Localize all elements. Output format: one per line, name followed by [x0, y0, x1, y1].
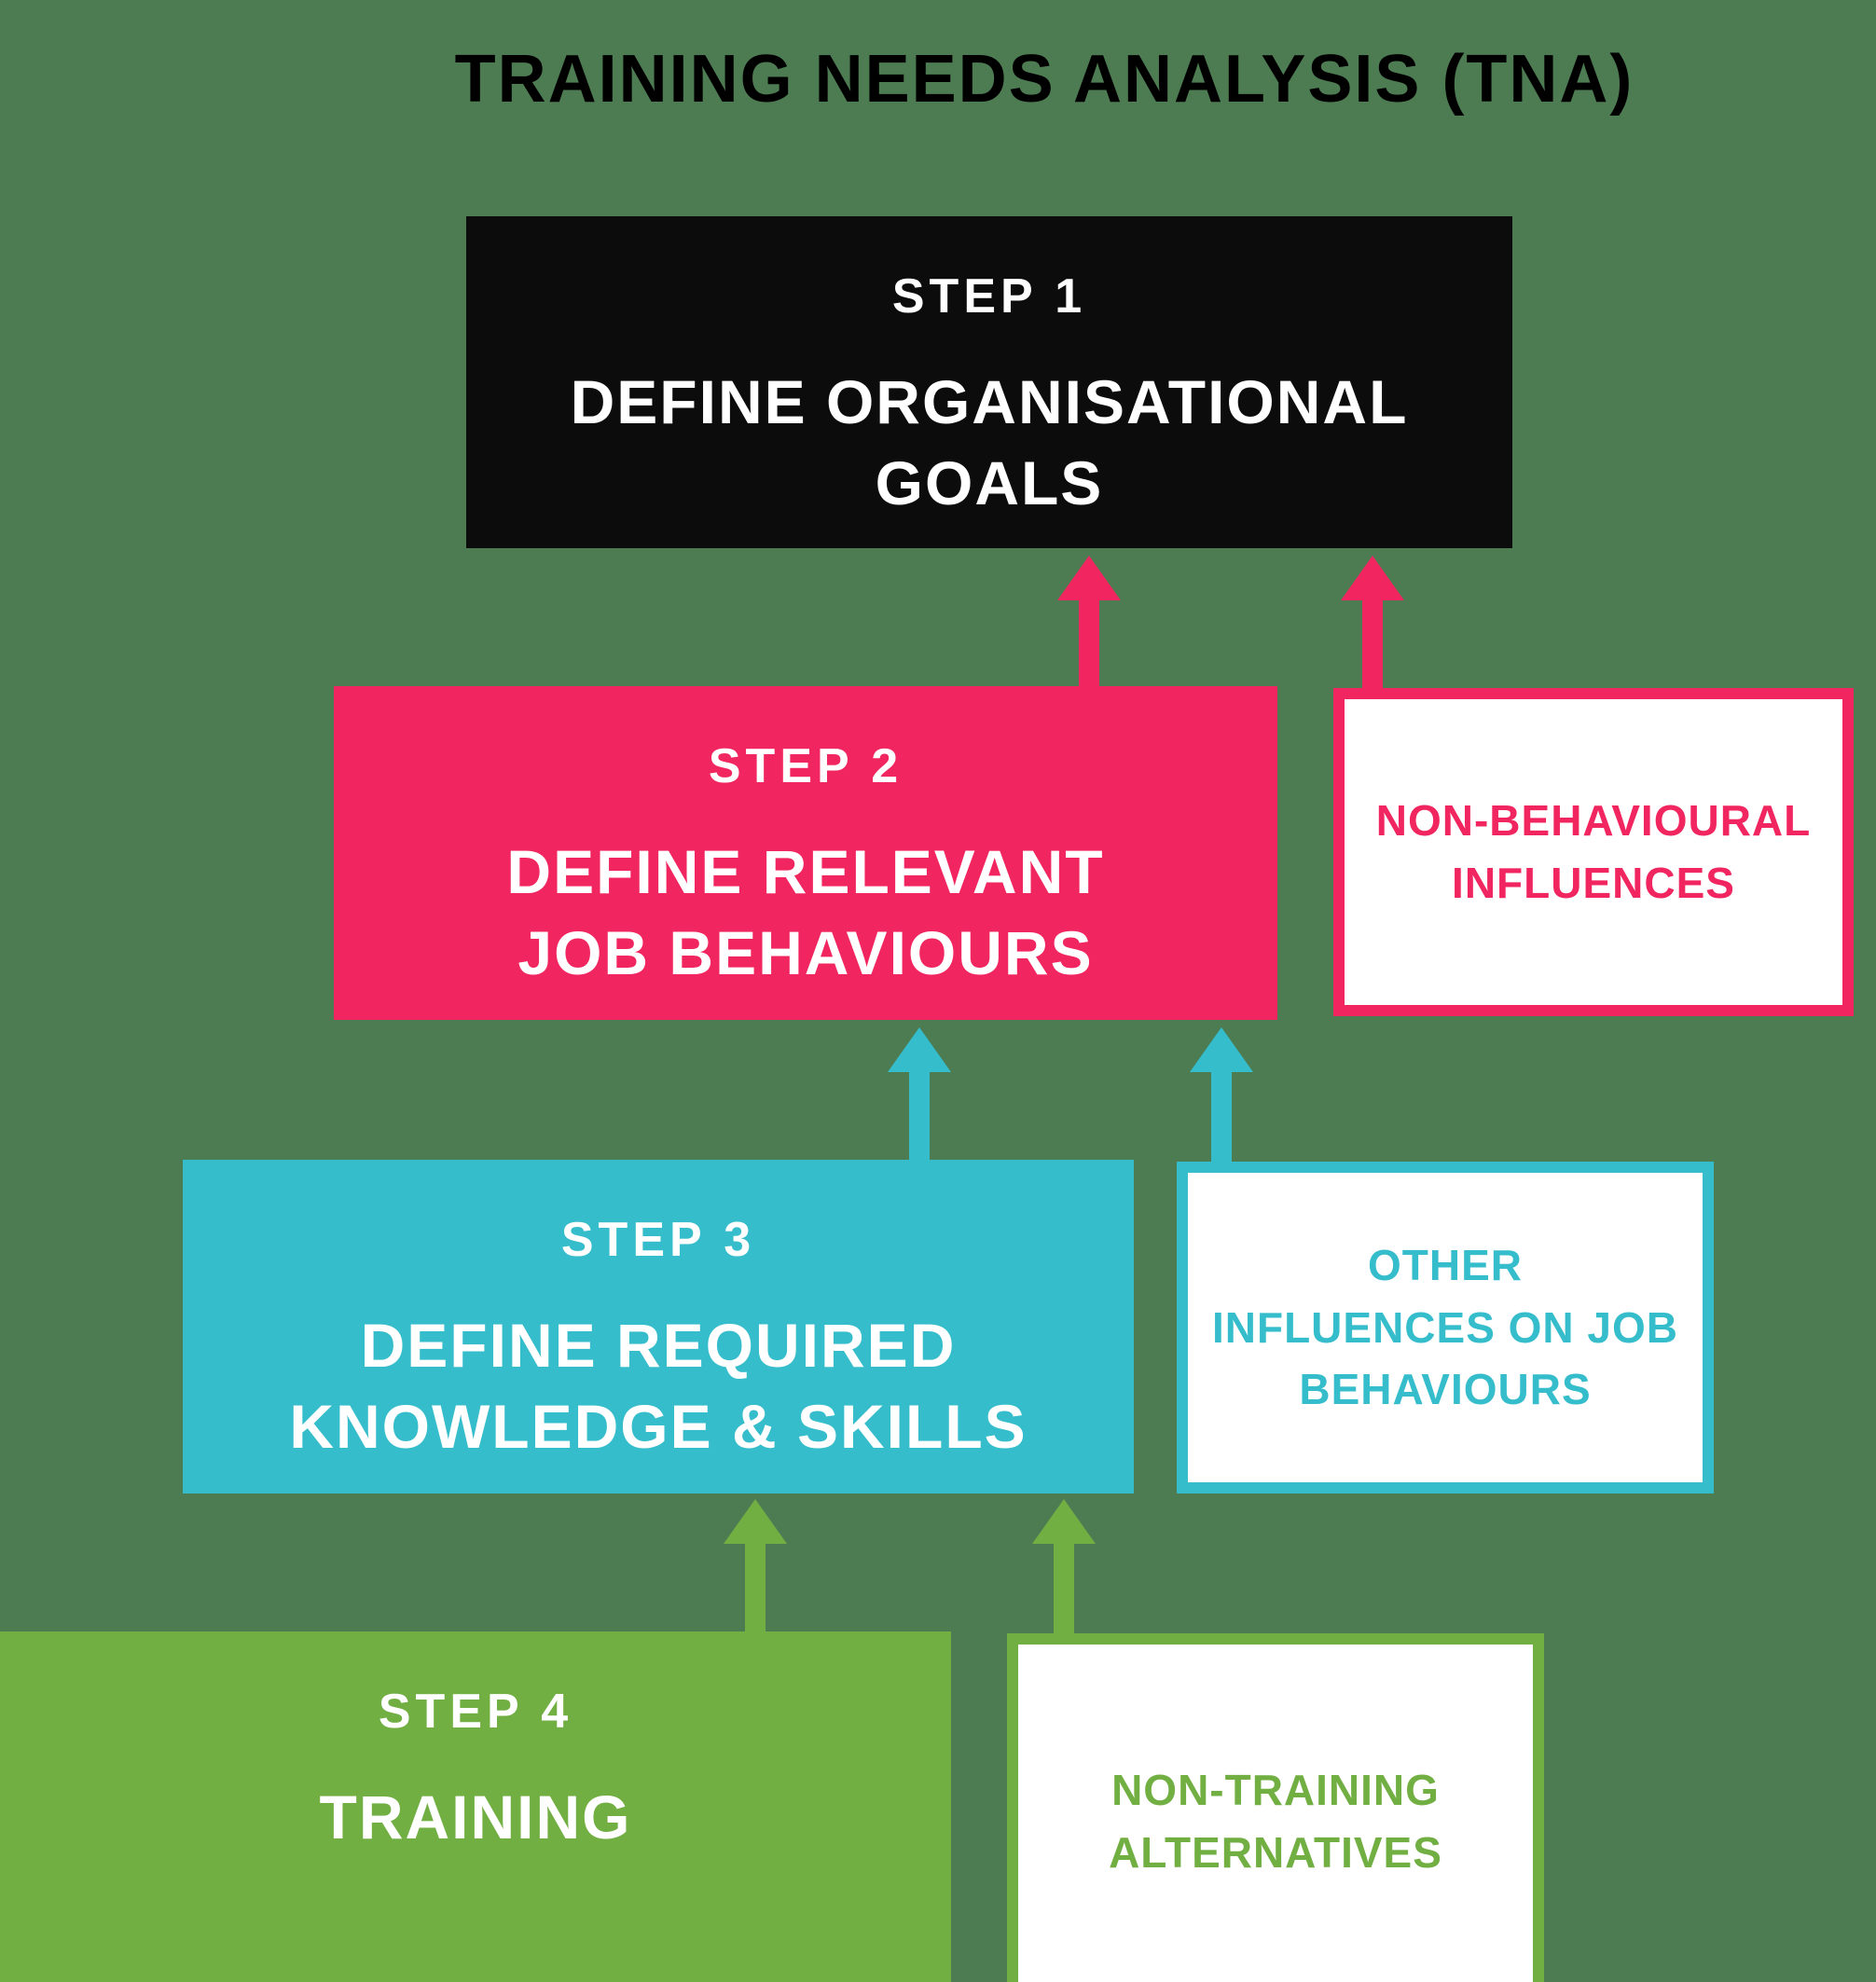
up-arrow-step2-to-step1-left-icon: [1057, 556, 1121, 688]
diagram-title: TRAINING NEEDS ANALYSIS (TNA): [454, 42, 1635, 117]
up-arrow-step4-to-step3-left-icon: [724, 1499, 787, 1633]
non-training-alternatives-box: NON-TRAINING ALTERNATIVES: [1007, 1633, 1544, 1982]
arrow-head-icon: [724, 1499, 787, 1544]
step-3-box: STEP 3 DEFINE REQUIRED KNOWLEDGE & SKILL…: [183, 1160, 1134, 1493]
arrow-head-icon: [888, 1027, 951, 1072]
step-4-box: STEP 4 TRAINING: [0, 1631, 951, 1982]
step-2-label: STEP 2: [708, 739, 904, 793]
step-2-title: DEFINE RELEVANT JOB BEHAVIOURS: [506, 837, 1105, 988]
step-1-label: STEP 1: [891, 269, 1087, 323]
arrow-stem: [909, 1072, 930, 1162]
non-behavioural-influences-label: NON-BEHAVIOURAL INFLUENCES: [1375, 796, 1812, 907]
step-1-title: DEFINE ORGANISATIONAL GOALS: [570, 367, 1409, 518]
non-behavioural-influences-box: NON-BEHAVIOURAL INFLUENCES: [1333, 688, 1854, 1016]
step-2-box: STEP 2 DEFINE RELEVANT JOB BEHAVIOURS: [334, 686, 1277, 1020]
arrow-stem: [1054, 1544, 1074, 1633]
other-influences-label: OTHER INFLUENCES ON JOB BEHAVIOURS: [1211, 1240, 1679, 1414]
up-arrow-step4-to-step3-right-icon: [1032, 1499, 1096, 1633]
up-arrow-step3-to-step2-left-icon: [888, 1027, 951, 1162]
arrow-stem: [1079, 600, 1099, 688]
arrow-stem: [745, 1544, 766, 1633]
arrow-stem: [1211, 1072, 1232, 1162]
step-4-label: STEP 4: [378, 1685, 573, 1739]
step-1-box: STEP 1 DEFINE ORGANISATIONAL GOALS: [466, 216, 1512, 548]
arrow-head-icon: [1057, 556, 1121, 600]
up-arrow-step3-to-step2-right-icon: [1190, 1027, 1253, 1162]
arrow-head-icon: [1032, 1499, 1096, 1544]
arrow-head-icon: [1341, 556, 1404, 600]
up-arrow-step2-to-step1-right-icon: [1341, 556, 1404, 688]
other-influences-box: OTHER INFLUENCES ON JOB BEHAVIOURS: [1177, 1162, 1714, 1493]
arrow-stem: [1362, 600, 1383, 688]
step-4-title: TRAINING: [319, 1782, 632, 1851]
arrow-head-icon: [1190, 1027, 1253, 1072]
step-3-label: STEP 3: [560, 1213, 756, 1267]
non-training-alternatives-label: NON-TRAINING ALTERNATIVES: [1109, 1766, 1442, 1877]
step-3-title: DEFINE REQUIRED KNOWLEDGE & SKILLS: [289, 1311, 1028, 1462]
